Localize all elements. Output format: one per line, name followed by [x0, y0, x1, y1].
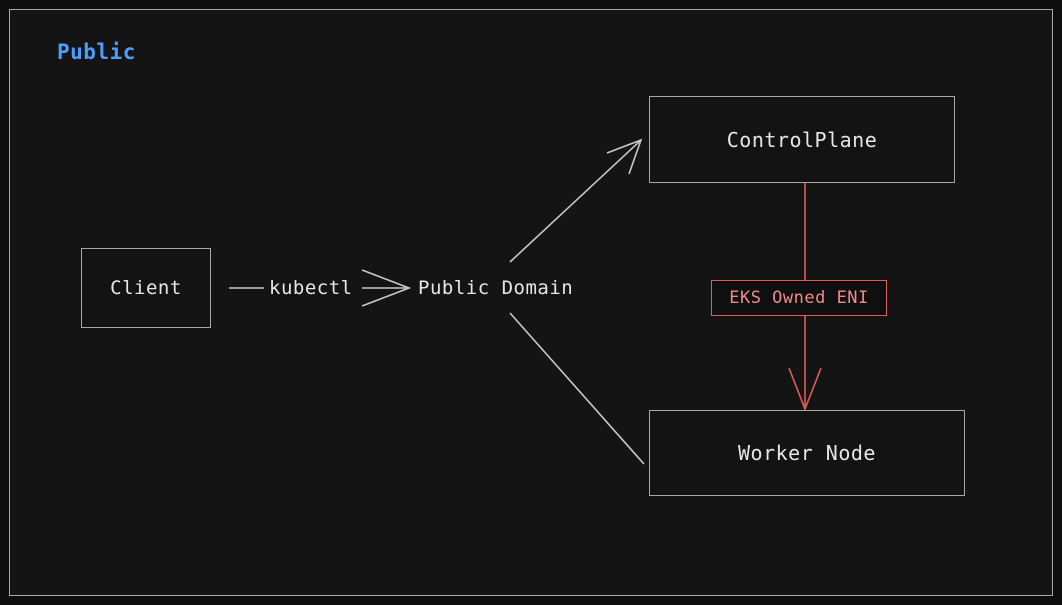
node-eks-owned-eni[interactable]: EKS Owned ENI	[711, 280, 887, 316]
node-client[interactable]: Client	[81, 248, 211, 328]
cluster-public-label: Public	[57, 40, 136, 64]
node-worker-node[interactable]: Worker Node	[649, 410, 965, 496]
edge-label-kubectl: kubectl	[269, 277, 353, 299]
node-public-domain[interactable]: Public Domain	[418, 277, 574, 299]
node-controlplane[interactable]: ControlPlane	[649, 96, 955, 183]
